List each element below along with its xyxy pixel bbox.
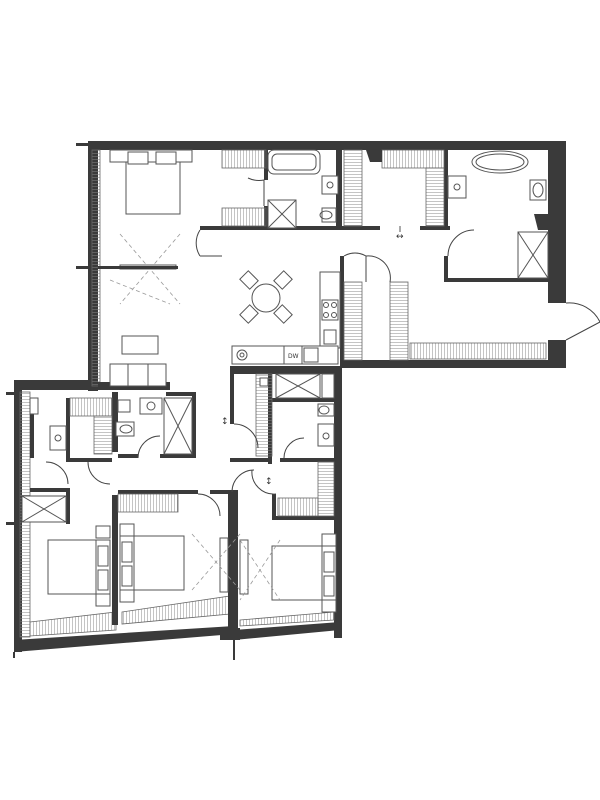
kitchen xyxy=(231,271,341,365)
bathroom-left xyxy=(21,397,113,523)
bathroom-top-left xyxy=(247,149,339,229)
dishwasher-label: DW xyxy=(288,353,299,360)
bedroom-bottom-right xyxy=(231,469,337,613)
bedroom-bottom-middle xyxy=(117,493,241,603)
bedroom-bottom-left xyxy=(47,525,111,607)
bathroom-small xyxy=(87,397,193,485)
sliding-arrow-vertical-1: ↕ xyxy=(221,417,229,427)
sliding-arrow-vertical-2: ↕ xyxy=(265,477,273,487)
living-dining xyxy=(109,229,293,387)
closet-top xyxy=(343,149,445,232)
hall-storage xyxy=(343,252,600,361)
bathroom-top-right xyxy=(447,150,549,279)
sliding-arrow-horizontal: ↔ xyxy=(396,232,404,242)
bedroom-top xyxy=(98,149,267,305)
bathroom-centre xyxy=(233,373,335,517)
